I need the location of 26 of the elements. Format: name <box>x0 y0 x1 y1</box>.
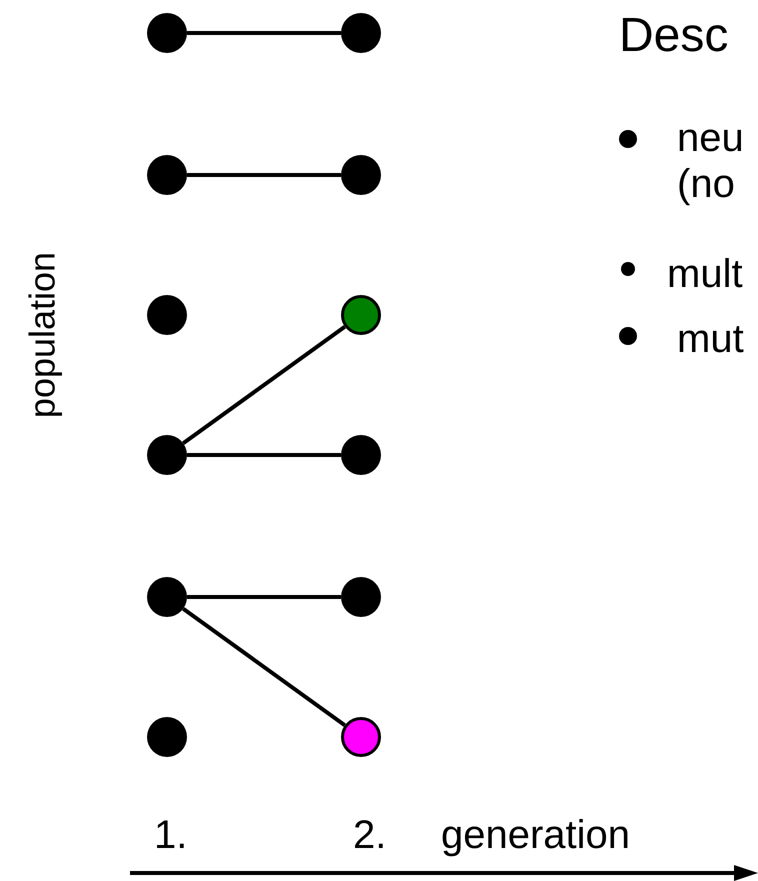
circle-node <box>147 13 187 53</box>
circle-node <box>341 717 381 757</box>
connector-line <box>187 173 341 177</box>
circle-node <box>147 577 187 617</box>
connector-line <box>187 595 341 599</box>
circle-node <box>341 13 381 53</box>
circle-node <box>147 717 187 757</box>
circle-node <box>341 295 381 335</box>
axis-label: population <box>21 252 63 418</box>
circle-node <box>147 295 187 335</box>
generation-number: 2. <box>353 812 386 858</box>
connector-line <box>182 607 346 727</box>
circle-node <box>147 155 187 195</box>
bullet-text: mut <box>677 316 744 362</box>
connector-line <box>187 31 341 35</box>
connector-line <box>182 325 346 445</box>
heading: Desc <box>619 8 728 64</box>
circle-node <box>341 155 381 195</box>
bullet-text: neu (no <box>677 115 745 207</box>
axis-label: generation <box>441 812 630 858</box>
circle-node <box>147 435 187 475</box>
circle-node <box>341 435 381 475</box>
bullet-text: mult <box>667 251 743 297</box>
connector-line <box>187 453 341 457</box>
circle-node <box>341 577 381 617</box>
generation-number: 1. <box>154 812 188 858</box>
